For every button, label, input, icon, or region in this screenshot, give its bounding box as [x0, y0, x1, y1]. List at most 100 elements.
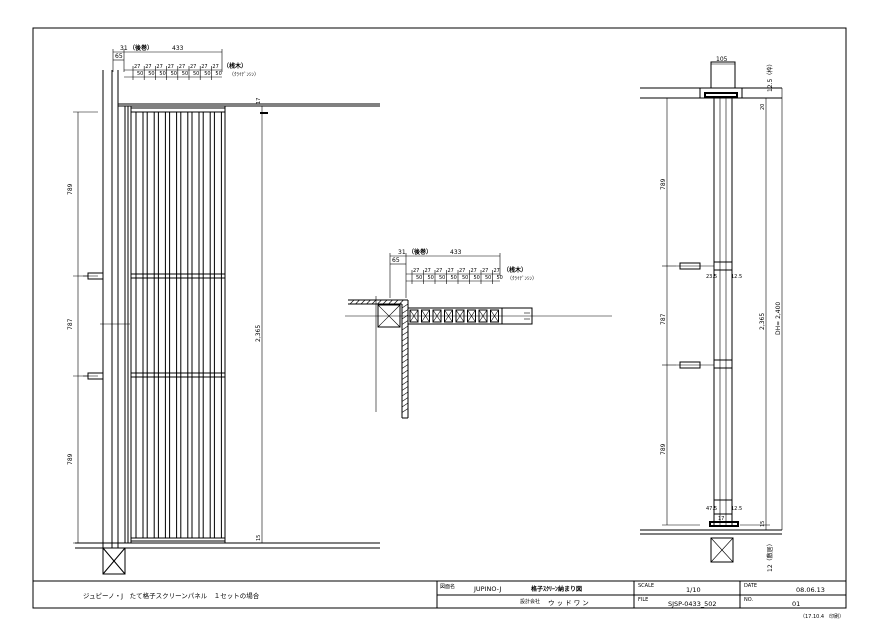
- no-label: NO.: [744, 597, 753, 603]
- plan-slat: [467, 309, 476, 323]
- front-pitch-small: 50: [171, 71, 177, 77]
- plan-pitch-label: 27: [425, 268, 431, 274]
- date-value: 08.06.13: [796, 586, 825, 594]
- side-left-bot: 789: [660, 443, 667, 455]
- side-mid-left: 23.5: [706, 274, 717, 280]
- company-label: 設計会社: [520, 598, 540, 605]
- plan-pitch-small: 50: [451, 275, 457, 281]
- front-note-main: （桟木）: [223, 62, 247, 70]
- front-pitch-label: 27: [145, 64, 151, 70]
- front-pitch-label: 27: [179, 64, 185, 70]
- plan-top-paren: （後巻）: [408, 248, 432, 256]
- front-pitch-label: 27: [134, 64, 140, 70]
- plan-pitch-label: 27: [448, 268, 454, 274]
- front-view: 31 （後巻） 433 65 2750275027502750275027502…: [67, 44, 380, 575]
- front-slat: [146, 111, 155, 539]
- plan-pitch-small: 50: [439, 275, 445, 281]
- title-product: JUPINO-J: [473, 585, 501, 593]
- front-slat: [157, 111, 166, 539]
- plan-slat: [421, 309, 430, 323]
- plan-note-main: （桟木）: [503, 266, 527, 274]
- side-bot-right: 12.5: [731, 506, 742, 512]
- front-pitch-small: 50: [215, 71, 221, 77]
- plan-note-sub: （ｸﾗｲﾃﾞﾝｼﾝ）: [507, 275, 537, 282]
- front-slat: [202, 111, 211, 539]
- date-label: DATE: [744, 583, 757, 589]
- side-top-right: 12.5（枠）: [766, 61, 774, 92]
- plan-edge: 65: [392, 257, 400, 264]
- front-pitch-small: 50: [204, 71, 210, 77]
- side-bot-small: 17: [718, 516, 724, 522]
- side-right-bot-small: 15: [760, 521, 766, 527]
- front-pitch-label: 27: [156, 64, 162, 70]
- file-label: FILE: [638, 597, 648, 603]
- drawing-description: ジュピーノ・J たて格子スクリーンパネル １セットの場合: [83, 591, 260, 600]
- plan-pitch-label: 27: [482, 268, 488, 274]
- front-edge: 65: [115, 53, 123, 60]
- plan-pitch-small: 50: [497, 275, 503, 281]
- plan-pitch-small: 50: [428, 275, 434, 281]
- plan-pitch-small: 50: [485, 275, 491, 281]
- plan-slat: [455, 309, 465, 323]
- front-slat: [213, 111, 222, 539]
- front-right-top-small: 17: [256, 98, 262, 104]
- plan-pitch-small: 50: [474, 275, 480, 281]
- front-pitch-small: 50: [159, 71, 165, 77]
- side-right-inner: 2,365: [759, 313, 766, 330]
- sheet-border: [32, 27, 847, 609]
- side-right-outer: DH= 2,400: [775, 302, 782, 335]
- front-side-top: 789: [67, 183, 74, 195]
- front-top-paren: （後巻）: [129, 44, 153, 52]
- front-right-total: 2,365: [255, 325, 262, 342]
- front-pitch-label: 27: [190, 64, 196, 70]
- front-top-left: 31: [120, 45, 128, 52]
- front-top-width: 433: [172, 45, 184, 52]
- side-left-top: 789: [660, 178, 667, 190]
- front-pitch-small: 50: [182, 71, 188, 77]
- side-bot-left: 47.5: [706, 506, 717, 512]
- side-view: 105 12.5（枠） 20 789 787 789 23.5 12.5 47.…: [640, 56, 783, 572]
- front-side-bot: 789: [67, 453, 74, 465]
- plan-slat: [432, 309, 442, 323]
- plan-pitch-small: 50: [462, 275, 468, 281]
- side-foot-note: 12（敷居）: [766, 540, 774, 572]
- front-pitch-small: 50: [148, 71, 154, 77]
- print-footer: （17.10.4 印刷）: [800, 613, 844, 620]
- plan-pitch-label: 27: [413, 268, 419, 274]
- scale-label: SCALE: [638, 583, 654, 589]
- plan-top-width: 433: [450, 249, 462, 256]
- plan-slat: [409, 309, 419, 323]
- plan-pitch-label: 27: [494, 268, 500, 274]
- title-block: ジュピーノ・J たて格子スクリーンパネル １セットの場合 図面名 JUPINO-…: [33, 580, 846, 620]
- front-slat: [180, 111, 189, 539]
- front-pitch-label: 27: [201, 64, 207, 70]
- side-top-width: 105: [716, 56, 728, 63]
- plan-pitch-label: 27: [471, 268, 477, 274]
- title-name: 格子ｽｸﾘｰﾝ納まり図: [531, 585, 582, 593]
- plan-top-left: 31: [398, 249, 406, 256]
- plan-pitch-label: 27: [436, 268, 442, 274]
- front-pitch-small: 50: [193, 71, 199, 77]
- front-right-bot-small: 15: [256, 535, 262, 541]
- front-note-sub: （ｸﾗｲﾃﾞﾝｼﾝ）: [229, 71, 259, 78]
- title-label: 図面名: [440, 583, 455, 590]
- no-value: 01: [792, 600, 800, 608]
- scale-value: 1/10: [686, 586, 701, 594]
- front-pitch-label: 27: [168, 64, 174, 70]
- company-name: ウ ッ ド ワ ン: [548, 599, 589, 607]
- plan-slat: [490, 309, 499, 323]
- front-slat: [135, 111, 144, 539]
- side-mid-right: 12.5: [731, 274, 742, 280]
- side-left-mid: 787: [660, 313, 667, 325]
- front-slat: [169, 111, 178, 539]
- plan-view: 31 （後巻） 433 65 2750275027502750275027502…: [345, 248, 612, 419]
- plan-pitch-small: 50: [416, 275, 422, 281]
- front-pitch-small: 50: [137, 71, 143, 77]
- side-top-right2: 20: [760, 104, 766, 110]
- front-slat: [191, 111, 200, 539]
- plan-slat: [444, 309, 453, 323]
- front-side-mid: 787: [67, 318, 74, 330]
- file-value: SJSP-0433_502: [668, 600, 717, 608]
- plan-pitch-label: 27: [459, 268, 465, 274]
